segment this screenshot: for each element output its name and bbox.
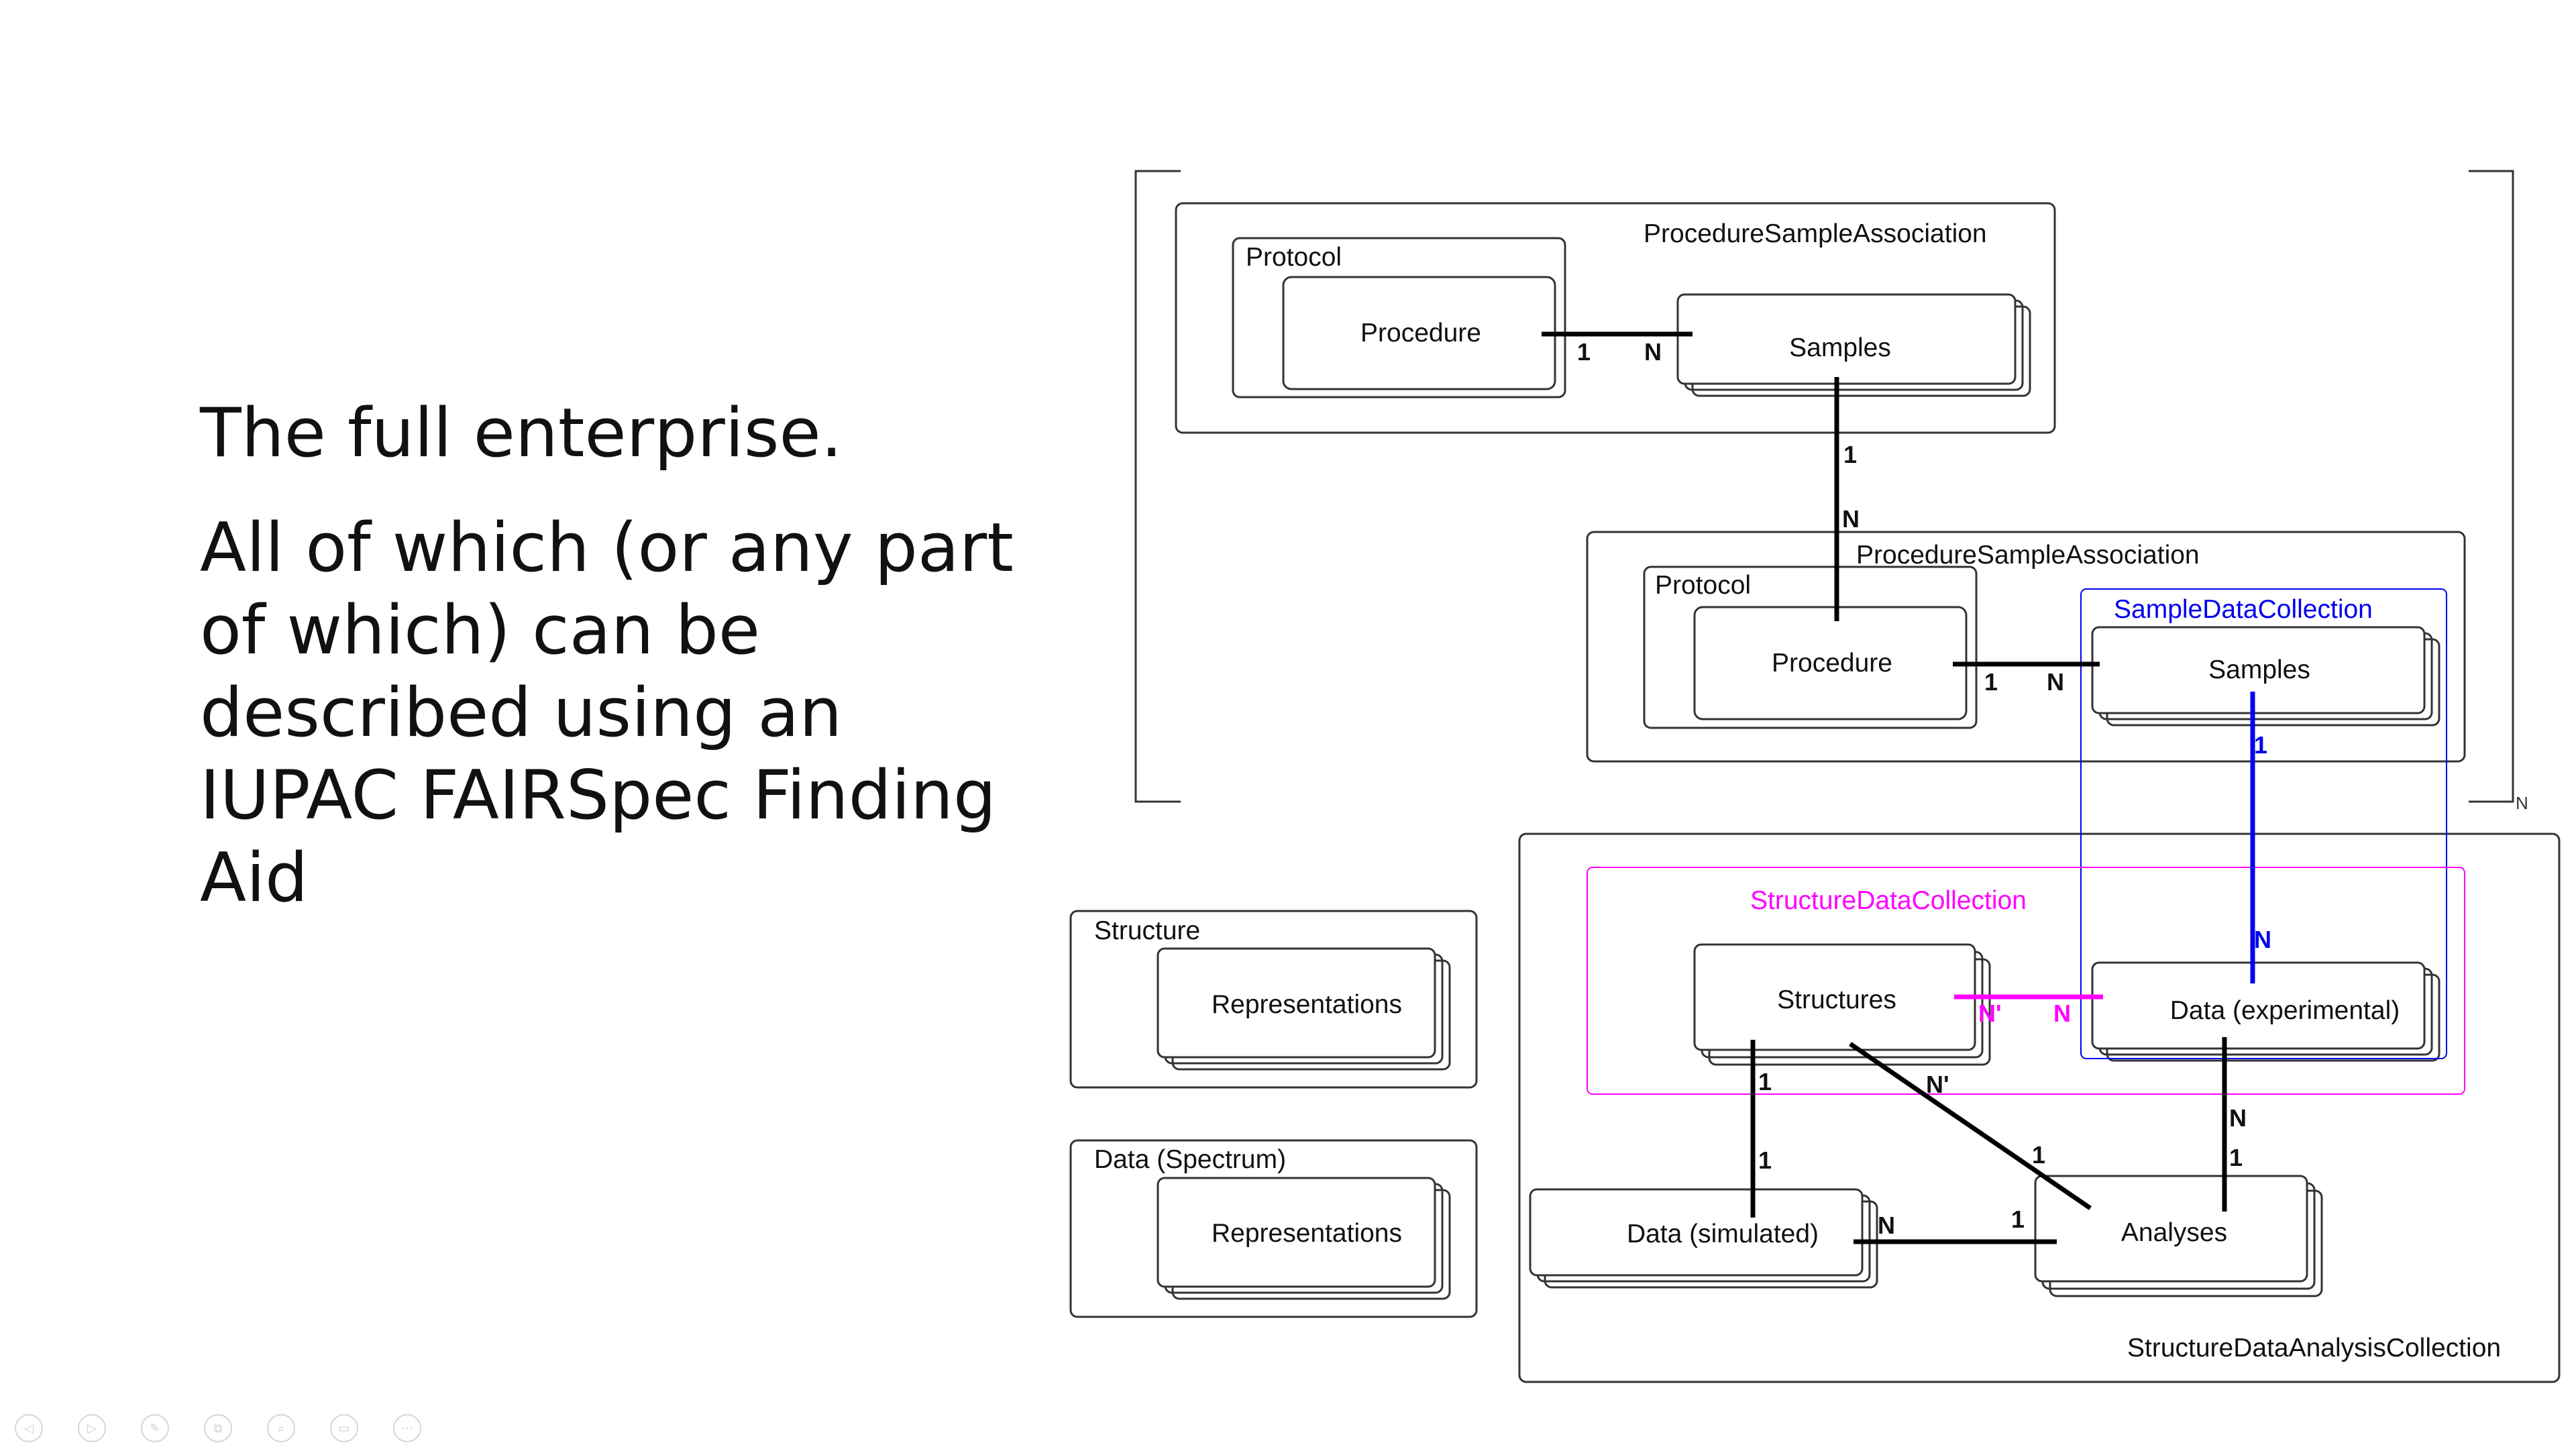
analyses-one-to-structures: 1 bbox=[2032, 1141, 2045, 1169]
structures-one-to-simulated: 1 bbox=[1758, 1068, 1772, 1095]
simulated-one-to-structures: 1 bbox=[1758, 1146, 1772, 1174]
middle-procedure-many: N bbox=[1842, 505, 1860, 533]
pen-icon[interactable]: ✎ bbox=[141, 1414, 169, 1442]
legend-data-spectrum-title: Data (Spectrum) bbox=[1094, 1145, 1286, 1174]
top-samples-stack bbox=[1676, 293, 2031, 397]
analyses-stack bbox=[2034, 1175, 2323, 1297]
structures-n-prime-to-experimental: N' bbox=[1978, 1000, 2002, 1027]
middle-protocol-box bbox=[1643, 566, 1978, 729]
slide-heading: The full enterprise. bbox=[200, 393, 843, 472]
top-samples-label: Samples bbox=[1789, 333, 1891, 362]
subtitles-icon[interactable]: ▭ bbox=[330, 1414, 358, 1442]
all-slides-icon[interactable]: ⧉ bbox=[204, 1414, 232, 1442]
zoom-icon[interactable]: ⌕ bbox=[267, 1414, 295, 1442]
simulated-n-to-analyses: N bbox=[1878, 1212, 1895, 1239]
analyses-one-to-simulated: 1 bbox=[2011, 1205, 2025, 1233]
repeat-bracket-left bbox=[1134, 170, 1181, 803]
data-experimental-many: N bbox=[2254, 926, 2271, 953]
analysis-collection-box bbox=[1518, 833, 2561, 1383]
previous-slide-icon[interactable]: ◁ bbox=[15, 1414, 43, 1442]
legend-structure-title: Structure bbox=[1094, 916, 1200, 945]
slideshow-toolbar: ◁ ▷ ✎ ⧉ ⌕ ▭ ⋯ bbox=[15, 1414, 421, 1442]
middle-samples-stack bbox=[2091, 626, 2440, 727]
top-samples-many: N bbox=[1644, 338, 1662, 366]
middle-procedure-label: Procedure bbox=[1772, 649, 1892, 678]
legend-structure-representations-label: Representations bbox=[1212, 990, 1402, 1019]
middle-samples-label: Samples bbox=[2208, 655, 2310, 684]
top-protocol-box bbox=[1232, 237, 1566, 398]
middle-protocol-label: Protocol bbox=[1655, 571, 1751, 600]
top-samples-one: 1 bbox=[1843, 441, 1857, 468]
structure-data-collection-title: StructureDataCollection bbox=[1750, 886, 2027, 915]
data-experimental-label: Data (experimental) bbox=[2170, 996, 2400, 1025]
legend-data-spectrum-box bbox=[1069, 1139, 1478, 1318]
analyses-one-to-experimental: 1 bbox=[2229, 1144, 2243, 1171]
top-association-title: ProcedureSampleAssociation bbox=[1644, 219, 1987, 248]
slide-body-text: All of which (or any part of which) can … bbox=[200, 508, 1014, 917]
legend-data-representations-label: Representations bbox=[1212, 1219, 1402, 1248]
middle-procedure-one: 1 bbox=[1984, 668, 1998, 696]
experimental-n-to-structures: N bbox=[2053, 1000, 2071, 1027]
structures-analyses-link bbox=[1849, 1042, 2092, 1210]
top-association-box bbox=[1175, 202, 2056, 434]
top-procedure-one: 1 bbox=[1577, 338, 1591, 366]
analysis-collection-title: StructureDataAnalysisCollection bbox=[2127, 1334, 2501, 1362]
analyses-label: Analyses bbox=[2121, 1218, 2227, 1247]
sample-data-collection-title: SampleDataCollection bbox=[2114, 595, 2373, 624]
data-simulated-stack bbox=[1529, 1188, 1878, 1289]
next-slide-icon[interactable]: ▷ bbox=[78, 1414, 106, 1442]
repeat-bracket-right bbox=[2469, 170, 2514, 803]
middle-samples-many: N bbox=[2047, 668, 2064, 696]
legend-data-representations-stack bbox=[1157, 1177, 1451, 1300]
experimental-n-to-analyses: N bbox=[2229, 1104, 2247, 1132]
repeat-count: N bbox=[2516, 793, 2528, 813]
samples-one: 1 bbox=[2254, 731, 2267, 759]
top-procedure-label: Procedure bbox=[1360, 319, 1481, 347]
top-protocol-label: Protocol bbox=[1246, 243, 1342, 272]
legend-structure-representations-stack bbox=[1157, 947, 1451, 1071]
structures-stack bbox=[1693, 943, 1991, 1066]
more-options-icon[interactable]: ⋯ bbox=[393, 1414, 421, 1442]
sample-data-collection-box bbox=[2080, 588, 2447, 1059]
structures-label: Structures bbox=[1777, 985, 1896, 1014]
middle-association-title: ProcedureSampleAssociation bbox=[1856, 541, 2200, 570]
data-simulated-label: Data (simulated) bbox=[1627, 1220, 1819, 1248]
legend-structure-box bbox=[1069, 910, 1478, 1089]
data-experimental-stack bbox=[2091, 961, 2440, 1062]
middle-association-box bbox=[1586, 531, 2466, 763]
structure-data-collection-box bbox=[1587, 867, 2465, 1095]
structures-n-prime-to-analyses: N' bbox=[1926, 1071, 1949, 1098]
